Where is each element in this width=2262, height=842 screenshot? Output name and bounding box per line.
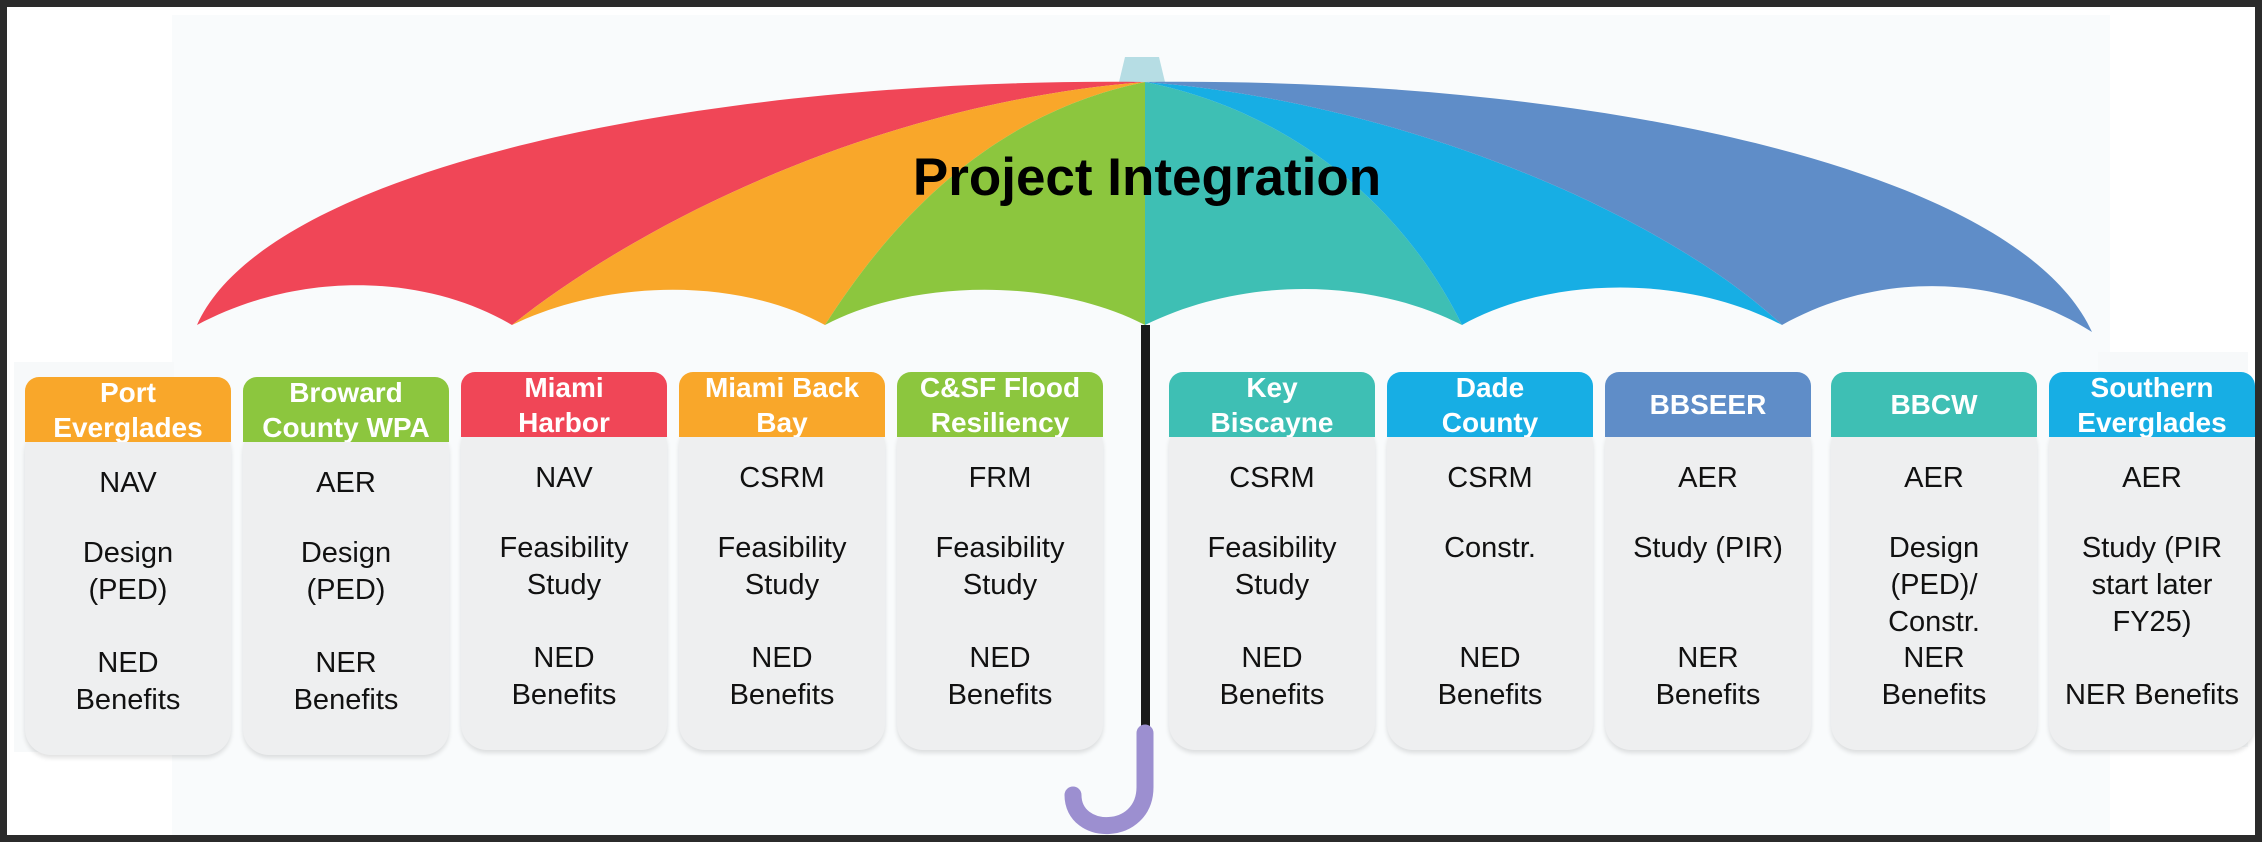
phase-line: Feasibility [935,532,1065,564]
project-header: BBCW [1831,372,2037,437]
project-card: CSRM Constr. NED Benefits [1387,420,1593,750]
canopy-slate [1145,81,2092,332]
phase-line: Feasibility [717,532,847,564]
phase-line: Design [1888,532,1980,564]
phase-line: start later [2091,569,2213,601]
canopy-blue [1145,82,1782,325]
benefits-line: NED [97,647,159,679]
benefits-line: NER Benefits [2064,679,2240,711]
umbrella-tip [1119,57,1165,82]
benefits-line: NED [969,642,1031,674]
benefits-line: Benefits [1655,679,1761,711]
mission-label: AER [316,467,376,499]
benefits-line: Benefits [293,684,399,716]
benefits-line: NED [1241,642,1303,674]
benefits-line: NER [1903,642,1965,674]
canopy-orange [512,82,1145,325]
project-header: BBSEER [1605,372,1811,437]
benefits-line: Benefits [511,679,617,711]
phase-line: Study (PIR) [1633,532,1783,564]
phase-line: FY25) [2112,606,2192,638]
diagram-title: Project Integration [912,148,1382,207]
phase-line: Constr. [1444,532,1536,564]
project-name-line: Port [99,377,156,408]
project-name-line: Biscayne [1210,406,1334,438]
mission-label: NAV [99,467,157,499]
phase-line: Feasibility [499,532,629,564]
benefits-line: Benefits [75,684,181,716]
mission-label: CSRM [1229,462,1315,494]
project-name-line: Everglades [2077,406,2227,438]
mission-label: FRM [968,462,1032,494]
project-name-line: County [1441,406,1539,438]
phase-line: Study (PIR [2081,532,2223,564]
phase-line: (PED)/ [1890,569,1978,601]
canopy-teal [1145,82,1462,325]
mission-label: NAV [535,462,593,494]
phase-line: (PED) [88,574,168,606]
project-name-line: Miami Back [704,372,860,403]
canopy-green [825,82,1145,325]
project-card: NAV Design (PED) NED Benefits [25,425,231,755]
project-name-line: Miami [524,372,604,403]
benefits-line: Benefits [1437,679,1543,711]
project-name-line: Broward [289,377,403,408]
project-name-line: BBCW [1890,389,1978,420]
mission-label: CSRM [739,462,825,494]
project-name-line: Resiliency [930,406,1070,438]
benefits-line: NED [751,642,813,674]
phase-line: Design [300,537,392,569]
benefits-line: NER [1677,642,1739,674]
mission-label: AER [1678,462,1738,494]
project-card: AER Design (PED)/ Constr. NER Benefits [1831,420,2037,750]
benefits-line: Benefits [1219,679,1325,711]
benefits-line: NED [533,642,595,674]
project-name-line: C&SF Flood [919,372,1081,403]
phase-line: Study [744,569,820,601]
benefits-line: NER [315,647,377,679]
project-name-line: County WPA [262,411,430,443]
benefits-line: Benefits [947,679,1053,711]
project-card: AER Design (PED) NER Benefits [243,425,449,755]
project-name-line: Dade [1455,372,1525,403]
project-name-line: Key [1246,372,1298,403]
phase-line: Study [962,569,1038,601]
umbrella-shaft [1141,325,1150,733]
mission-label: CSRM [1447,462,1533,494]
benefits-line: Benefits [1881,679,1987,711]
mission-label: AER [1904,462,1964,494]
phase-line: (PED) [306,574,386,606]
phase-line: Study [1234,569,1310,601]
project-name-line: Southern [2090,372,2214,403]
umbrella-graphic [197,57,2092,835]
phase-line: Design [82,537,174,569]
benefits-line: NED [1459,642,1521,674]
project-card: AER Study (PIR) NER Benefits [1605,420,1811,750]
umbrella-handle [1064,724,1154,835]
phase-line: Feasibility [1207,532,1337,564]
benefits-line: Benefits [729,679,835,711]
project-name-line: Harbor [518,406,610,438]
project-name-line: Bay [756,406,808,438]
phase-line: Study [526,569,602,601]
phase-line: Constr. [1888,606,1980,638]
canopy-red [197,81,1145,325]
project-name-line: Everglades [53,411,203,443]
project-name-line: BBSEER [1649,389,1767,420]
mission-label: AER [2122,462,2182,494]
